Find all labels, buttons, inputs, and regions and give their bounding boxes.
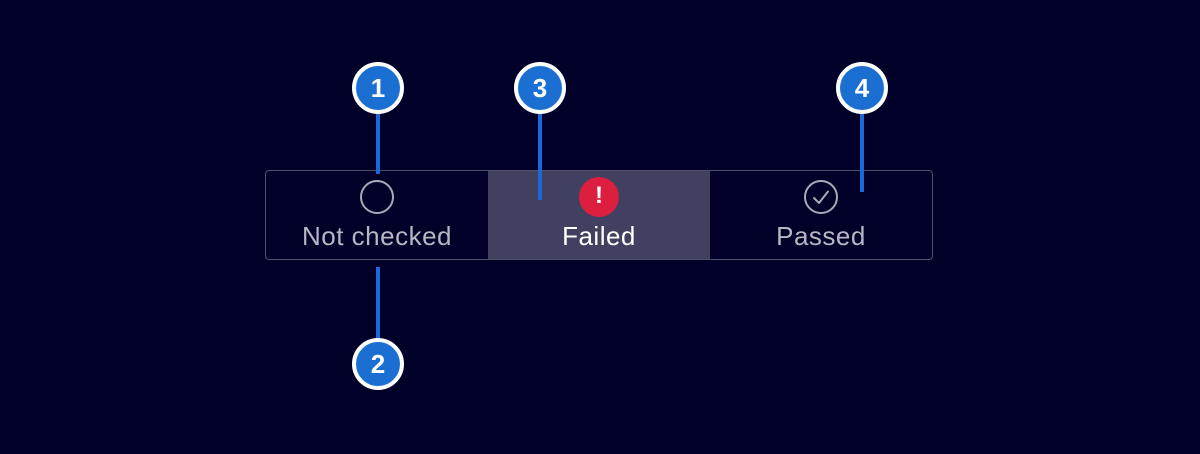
callout-connector-2 (376, 267, 380, 338)
callout-badge-4: 4 (836, 62, 888, 114)
icon-slot (360, 177, 394, 217)
segment-passed[interactable]: Passed (710, 171, 932, 259)
callout-badge-2: 2 (352, 338, 404, 390)
callout-badge-1: 1 (352, 62, 404, 114)
check-status-bar: Not checked ! Failed Passed (265, 170, 933, 260)
check-circle-icon (804, 180, 838, 214)
icon-slot (803, 177, 839, 217)
callout-connector-1 (376, 114, 380, 174)
callout-number: 2 (370, 348, 386, 379)
segment-label-passed: Passed (776, 221, 866, 251)
segment-failed[interactable]: ! Failed (488, 171, 710, 259)
circle-outline-icon (360, 180, 394, 214)
segment-label-not-checked: Not checked (301, 221, 453, 251)
segment-not-checked[interactable]: Not checked (266, 171, 488, 259)
callout-badge-3: 3 (514, 62, 566, 114)
callout-number: 1 (370, 72, 386, 103)
callout-connector-3 (538, 114, 542, 200)
callout-number: 4 (854, 72, 870, 103)
error-circle-icon: ! (579, 177, 619, 217)
callout-connector-4 (860, 114, 864, 192)
callout-number: 3 (532, 72, 548, 103)
icon-slot: ! (579, 177, 619, 217)
exclamation-glyph: ! (595, 182, 603, 209)
segment-label-failed: Failed (562, 221, 636, 251)
